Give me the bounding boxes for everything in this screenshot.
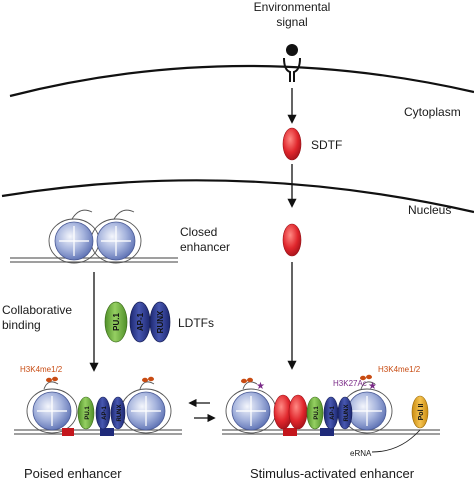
histone-tail xyxy=(242,381,258,390)
acetyl-star-icon: ★ xyxy=(368,381,377,392)
poised-enhancer-group: PU.1 AP-1 RUNX xyxy=(14,376,182,436)
activated-enhancer-group: PU.1 AP-1 RUNX Pol II ★ ★ xyxy=(222,374,440,453)
nucleosome xyxy=(347,391,387,431)
erna-label: eRNA xyxy=(350,449,372,458)
ldtfs-label: LDTFs xyxy=(178,316,214,330)
histone-tail xyxy=(71,209,93,220)
runx-bound-shape xyxy=(110,396,126,430)
pol2-label: Pol II xyxy=(418,404,425,421)
nucleosome xyxy=(32,391,72,431)
runx-bound-label: RUNX xyxy=(344,404,350,421)
runx-bound-label: RUNX xyxy=(117,404,123,421)
collaborative-binding-label: Collaborative xyxy=(2,303,72,317)
pu1-bound-shape xyxy=(306,396,324,430)
runx-label: RUNX xyxy=(156,310,165,333)
pu1-bound-shape xyxy=(77,396,95,430)
histone-tail xyxy=(43,381,59,390)
closed-enhancer-label: Closed xyxy=(180,225,217,239)
histone-tail xyxy=(360,381,376,390)
nuclear-envelope xyxy=(1,179,474,214)
closed-enhancer-group xyxy=(10,209,178,264)
ap1-bound-label: AP-1 xyxy=(330,406,336,420)
sdtf-label: SDTF xyxy=(311,138,342,152)
binding-site xyxy=(283,428,297,436)
methyl-mark-icon xyxy=(46,377,52,383)
methyl-mark-icon xyxy=(366,374,372,380)
binding-site xyxy=(62,428,74,436)
sdtf-cytoplasm-shape xyxy=(282,127,302,161)
ap1-bound-label: AP-1 xyxy=(102,406,108,420)
pu1-bound-label: PU.1 xyxy=(314,406,320,420)
methyl-mark-icon xyxy=(247,377,253,383)
nucleus-label: Nucleus xyxy=(408,203,451,217)
sdtf-bound-shape xyxy=(288,394,308,430)
receptor-icon xyxy=(283,57,301,82)
erna-strand xyxy=(371,429,421,453)
ap1-label: AP-1 xyxy=(136,312,145,331)
h3k4me12-active-label: H3K4me1/2 xyxy=(378,365,421,374)
stimulus-activated-enhancer-label: Stimulus-activated enhancer xyxy=(250,466,415,481)
sdtf-nucleus-shape xyxy=(282,223,302,257)
binding-site xyxy=(320,428,334,436)
cytoplasm-label: Cytoplasm xyxy=(404,105,461,119)
pu1-bound-label: PU.1 xyxy=(85,406,91,420)
ligand-icon xyxy=(286,44,298,56)
cell-membrane xyxy=(9,64,474,98)
runx-bound-shape xyxy=(337,396,353,430)
nucleosome xyxy=(126,391,166,431)
methyl-mark-icon xyxy=(142,377,148,383)
environmental-signal-label: Environmental xyxy=(254,0,331,14)
h3k27ac-label: H3K27Ac xyxy=(333,379,367,388)
methyl-mark-icon xyxy=(360,375,366,381)
runx-factor-shape xyxy=(149,301,171,343)
nucleosome xyxy=(54,221,94,261)
pu1-label: PU.1 xyxy=(112,313,121,331)
pu1-factor-shape xyxy=(104,301,128,343)
poised-enhancer-label: Poised enhancer xyxy=(24,466,122,481)
ap1-bound-shape xyxy=(95,396,111,430)
histone-tail xyxy=(113,209,135,220)
acetyl-star-icon: ★ xyxy=(256,381,265,392)
binding-site xyxy=(100,428,114,436)
methyl-mark-icon xyxy=(52,376,58,382)
dna-wrap xyxy=(26,388,78,434)
collaborative-binding-label-line2: binding xyxy=(2,318,41,332)
environmental-signal-label-line2: signal xyxy=(276,15,307,29)
h3k4me12-poised-label: H3K4me1/2 xyxy=(20,365,63,374)
methyl-mark-icon xyxy=(241,378,247,384)
ldtf-cluster: PU.1 AP-1 RUNX xyxy=(104,301,171,343)
nucleosome xyxy=(96,221,136,261)
histone-tail xyxy=(139,381,155,390)
pol2-shape xyxy=(411,395,429,429)
closed-enhancer-label-line2: enhancer xyxy=(180,240,230,254)
nucleosome xyxy=(231,391,271,431)
methyl-mark-icon xyxy=(148,376,154,382)
